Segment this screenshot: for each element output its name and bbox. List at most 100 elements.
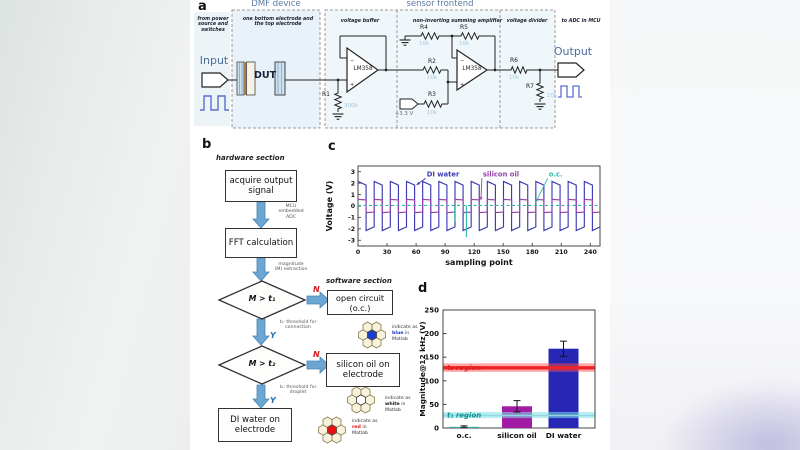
software-section-title: software section — [326, 277, 392, 285]
x-tick-label: 30 — [383, 249, 392, 256]
resistor — [458, 31, 482, 41]
series-silicon-oil — [357, 198, 601, 214]
r6-value: 10k — [508, 75, 520, 81]
caption-red-app: Matlab — [352, 430, 368, 436]
resistor — [535, 80, 545, 102]
decision-1: M > t₁ — [248, 294, 276, 303]
summing-amp-note: non-inverting summing amplifier — [412, 19, 503, 24]
annotation-silicon-oil: silicon oil — [483, 170, 519, 178]
flow-arrow-down — [252, 201, 270, 229]
figure: −+−+ a DMF device sensor frontend from p… — [190, 0, 610, 450]
decision-diamond — [217, 345, 307, 385]
panel-a: −+−+ a DMF device sensor frontend from p… — [190, 0, 610, 136]
input-label: Input — [199, 54, 229, 67]
resistor — [508, 65, 530, 75]
background-left — [0, 0, 192, 450]
y-tick-label: -3 — [348, 237, 355, 244]
annotation-arrow — [480, 178, 483, 201]
band-label: t₂ region — [447, 364, 481, 372]
y-tick-label: 1 — [351, 192, 355, 199]
r3-value: 10k — [426, 110, 438, 116]
x-tick-label: 150 — [497, 249, 511, 256]
hexagon-center — [327, 424, 337, 436]
y-tick-label: 3 — [351, 169, 355, 176]
text-label: + — [460, 82, 464, 88]
r5-label: R5 — [460, 24, 468, 31]
r7-label: R7 — [526, 83, 534, 90]
to-adc-note: to ADC in MCU — [561, 19, 601, 24]
magnitude-note: magnitude (M) extraction — [274, 262, 308, 273]
category-label: o.c. — [456, 431, 471, 440]
r3-label: R3 — [428, 91, 436, 98]
annotation-o-c-: o.c. — [549, 170, 563, 178]
flowchart-shapes — [217, 201, 386, 444]
v33-label: +3.3 V — [394, 111, 414, 117]
hardware-section-title: hardware section — [216, 154, 285, 162]
input-arrow-icon — [201, 72, 229, 88]
r5-value: 10k — [458, 41, 470, 47]
output-wave-icon — [558, 85, 582, 98]
annotation-DI-water: DI water — [427, 170, 460, 178]
category-label: DI water — [546, 431, 582, 440]
flow-arrow-right — [306, 356, 330, 374]
text-label: − — [460, 58, 464, 64]
opamp-summing — [456, 48, 489, 92]
y-tick-label: 150 — [424, 354, 439, 362]
yes-label-2: Y — [270, 396, 276, 405]
flow-box-open-circuit: open circuit (o.c.) — [327, 290, 393, 315]
annotation-arrow — [535, 178, 549, 203]
opamp-plus: + — [350, 82, 354, 88]
y-tick-label: 250 — [424, 307, 439, 315]
caption-white-pre: indicate as — [385, 396, 411, 401]
decision-diamond — [217, 280, 307, 320]
v33-arrow-icon — [399, 98, 419, 110]
threshold-band-core — [443, 366, 595, 370]
panel-b: b hardware section software section acqu… — [190, 137, 440, 450]
caption-red-word: red — [352, 424, 361, 430]
caption-white-word: white — [385, 401, 400, 407]
output-arrow-icon — [557, 62, 585, 78]
flow-box-acquire: acquire output signal — [225, 170, 297, 202]
flow-box-water: DI water on electrode — [218, 408, 292, 442]
threshold-band-core — [443, 414, 595, 417]
opamp-buffer — [346, 46, 380, 94]
panel-a-label: a — [198, 0, 207, 14]
opamp-minus: − — [350, 58, 354, 64]
top-electrode — [274, 61, 286, 96]
y-tick-label: -1 — [348, 215, 355, 222]
resistor — [421, 99, 445, 109]
yes-label-1: Y — [270, 331, 276, 340]
y-tick-label: 50 — [429, 401, 439, 409]
dut-label: DUT — [254, 70, 277, 81]
annotation-arrowhead — [535, 198, 539, 203]
r1-value: 300k — [344, 103, 358, 109]
x-tick-label: 240 — [584, 249, 598, 256]
panel-b-label: b — [202, 137, 212, 152]
panel-d-label: d — [418, 281, 428, 296]
power-region-tint — [194, 12, 230, 126]
y-axis-label: Magnitude@12 kHz (V) — [418, 321, 427, 416]
x-tick-label: 90 — [441, 249, 450, 256]
resistor — [418, 31, 442, 41]
r2-value: 10k — [426, 75, 438, 81]
panel-c-label: c — [328, 139, 336, 154]
caption-blue-in: in — [404, 330, 410, 336]
no-label-2: N — [313, 350, 320, 359]
flow-box-silicon-oil: silicon oil on electrode — [326, 353, 400, 387]
dmf-device-title: DMF device — [251, 0, 301, 9]
adc-note: MCU embedded ADC — [278, 204, 304, 220]
y-tick-label: 100 — [424, 377, 439, 385]
x-tick-label: 60 — [412, 249, 421, 256]
decision-2: M > t₂ — [248, 359, 276, 368]
r6-label: R6 — [510, 57, 518, 64]
x-tick-label: 0 — [356, 249, 361, 256]
caption-blue-app: Matlab — [392, 336, 408, 342]
from-power-note: from power source and switches — [197, 17, 229, 33]
flow-box-fft: FFT calculation — [225, 228, 297, 258]
caption-white: indicate as white in Matlab — [385, 396, 427, 414]
flow-arrow-down — [252, 318, 270, 346]
category-label: silicon oil — [497, 431, 536, 440]
caption-red: indicate as red in Matlab — [352, 419, 388, 437]
